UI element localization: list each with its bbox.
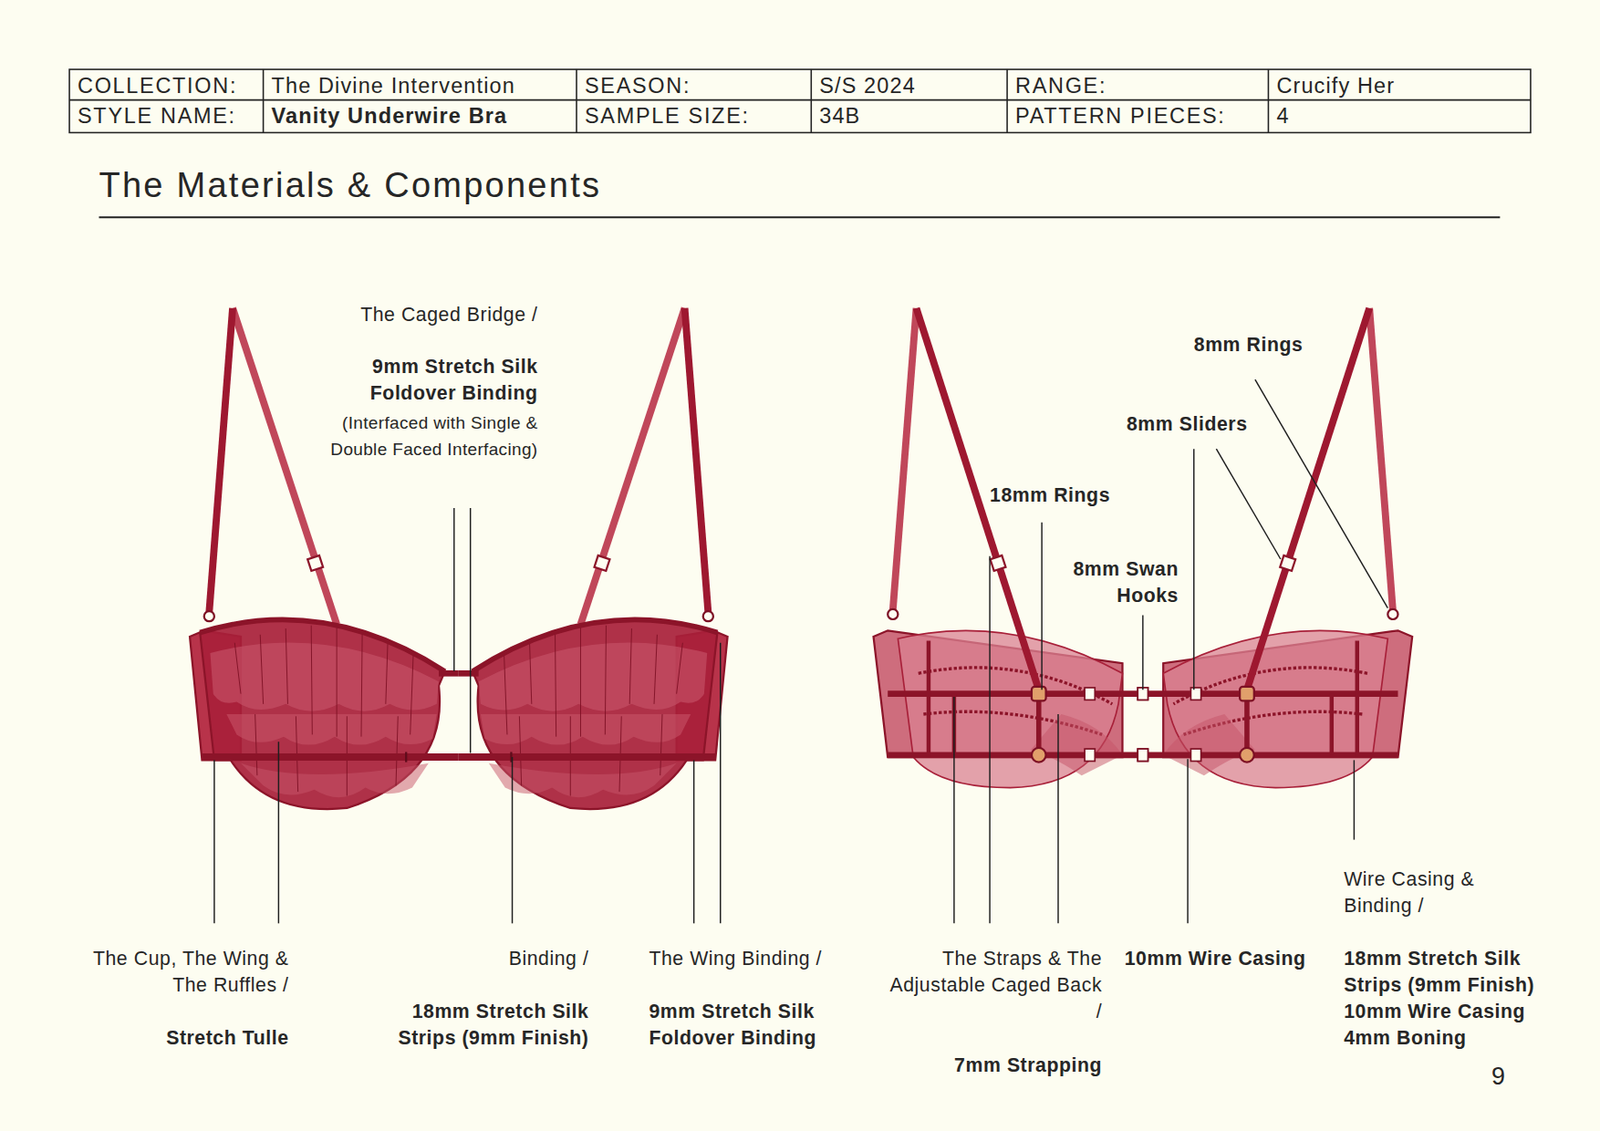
callout-material: 10mm Wire Casing [1343,998,1549,1026]
table-value: Crucify Her [1276,71,1527,100]
table-label: SAMPLE SIZE: [584,102,808,131]
callout-heading: Wire Casing & Binding / [1343,866,1517,920]
page-number: 9 [1464,1060,1506,1092]
table-value: 34B [819,102,1003,131]
back-view-right [1137,308,1413,789]
callout-heading: The Caged Bridge / [272,301,539,329]
table-grid [69,69,1531,133]
table-label: PATTERN PIECES: [1015,102,1265,131]
callout-material: 18mm Stretch Silk Strips (9mm Finish) [384,998,590,1052]
table-value: Vanity Underwire Bra [271,102,573,131]
callout-material: 9mm Stretch Silk Foldover Binding [333,353,539,407]
table-value: S/S 2024 [819,71,1003,100]
callout-material: 10mm Wire Casing [1124,945,1330,973]
callout-heading: Binding / [384,945,590,973]
table-label: COLLECTION: [77,71,260,100]
leader-lines [214,379,1388,924]
callout-label: 8mm Swan Hooks [1056,556,1179,610]
callout-note: (Interfaced with Single & Double Faced I… [318,410,539,464]
callout-heading: The Wing Binding / [648,945,873,973]
callout-heading: The Cup, The Wing & The Ruffles / [84,945,290,999]
callout-material: 4mm Boning [1343,1025,1549,1052]
back-view-left [873,308,1149,789]
table-value: 4 [1276,102,1527,131]
callout-label: 8mm Sliders [1126,411,1280,438]
callout-label: 18mm Rings [989,482,1133,510]
table-label: STYLE NAME: [77,102,260,131]
table-label: SEASON: [584,71,808,100]
callout-material: 18mm Stretch Silk Strips (9mm Finish) [1343,945,1549,999]
table-value: The Divine Intervention [271,71,573,100]
callout-material: Stretch Tulle [84,1025,290,1052]
title-rule [99,216,1501,219]
callout-label: 8mm Rings [1194,332,1348,359]
table-label: RANGE: [1015,71,1265,100]
callout-heading: The Straps & The Adjustable Caged Back / [883,945,1103,1026]
callout-material: 9mm Stretch Silk Foldover Binding [648,998,853,1052]
section-title: The Materials & Components [99,163,1019,207]
callout-material: 7mm Strapping [883,1051,1103,1079]
